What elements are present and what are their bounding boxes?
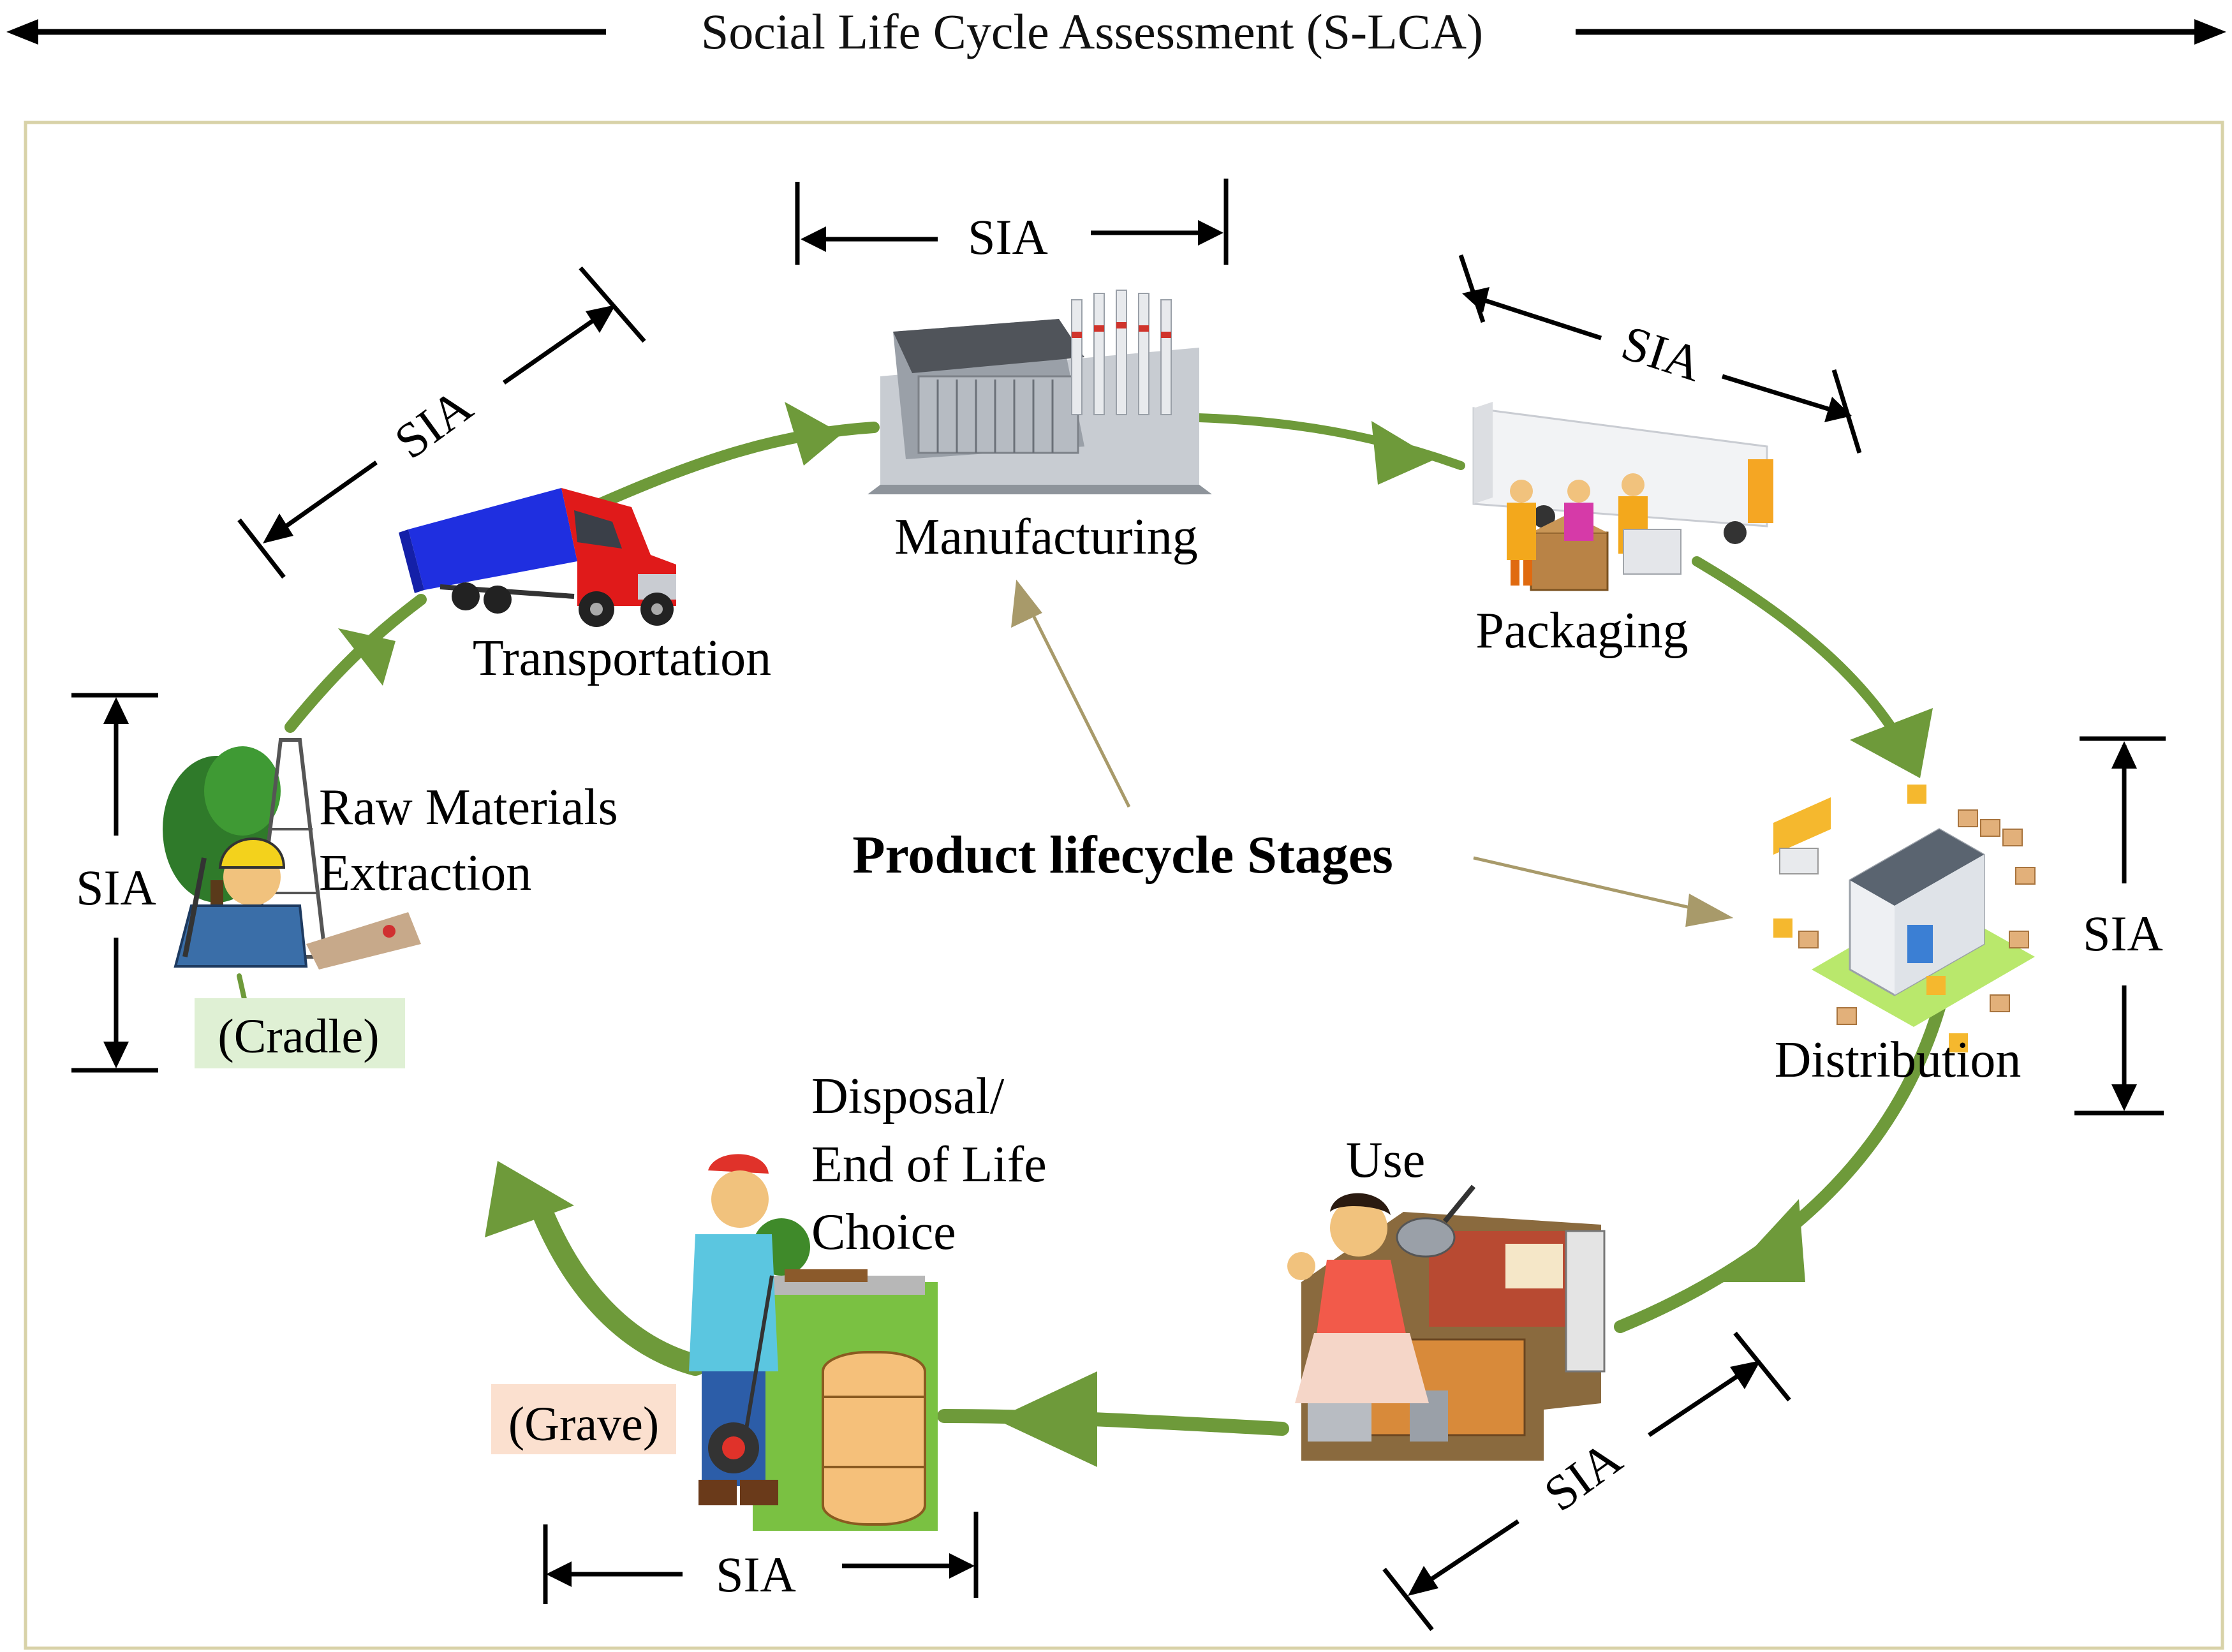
sia-label-raw-materials: SIA (76, 860, 156, 915)
kitchen-illustration (1287, 1184, 1606, 1461)
raw-materials-illustration (163, 738, 421, 970)
sia-label-distribution: SIA (2083, 906, 2163, 961)
sia-label-disposal: SIA (716, 1547, 796, 1602)
sia-label-packaging: SIA (1615, 314, 1708, 392)
packaging-illustration (1472, 402, 1773, 591)
sia-marker-manufacturing (795, 179, 1229, 265)
stage-label-disposal-line1: Disposal/ (811, 1068, 1005, 1125)
truck-illustration (399, 488, 676, 627)
worker-icon (1507, 480, 1536, 586)
stage-tag-grave: (Grave) (508, 1398, 659, 1451)
arrow-manufacturing-to-packaging-head (1371, 421, 1435, 485)
warehouse-illustration (1773, 785, 2036, 1052)
arrow-distribution-to-use (1614, 1001, 1946, 1333)
cycle-arrows (237, 402, 1946, 1467)
stage-label-disposal-line3: Choice (811, 1204, 956, 1260)
arrow-disposal-to-cradle-head (485, 1161, 574, 1237)
sia-label-use: SIA (1534, 1430, 1632, 1522)
stage-label-transportation: Transportation (473, 630, 771, 686)
factory-illustration (868, 290, 1212, 494)
arrow-use-to-disposal-head (995, 1371, 1097, 1467)
arrow-transport-to-manufacturing-head (785, 402, 842, 466)
worker-icon (1564, 480, 1593, 541)
cradle-highlight (195, 998, 405, 1068)
stage-label-raw-materials-line2: Extraction (319, 845, 531, 901)
stage-label-packaging: Packaging (1475, 603, 1688, 659)
arrow-cradle-to-transport (285, 594, 427, 733)
stage-label-distribution: Distribution (1775, 1032, 2021, 1088)
stage-tag-cradle: (Cradle) (218, 1010, 379, 1063)
grave-highlight (491, 1384, 676, 1454)
stage-label-use: Use (1346, 1132, 1425, 1188)
arrow-packaging-to-distribution-head (1850, 708, 1933, 778)
pointer-arrows (1011, 579, 1734, 927)
diagram-frame (24, 121, 2224, 1650)
center-label: Product lifecycle Stages (852, 825, 1393, 885)
arrow-use-to-disposal (937, 1409, 1289, 1436)
sia-marker-use (1382, 1331, 1791, 1632)
arrow-cradle-to-transport-head (338, 628, 395, 686)
arrow-distribution-to-use-head (1722, 1199, 1805, 1282)
arrow-disposal-to-cradle (531, 1201, 706, 1376)
page-title: Social Life Cycle Assessment (S-LCA) (701, 4, 1483, 59)
disposal-illustration (689, 1154, 938, 1531)
stage-label-manufacturing: Manufacturing (894, 509, 1197, 565)
stage-label-raw-materials-line1: Raw Materials (319, 779, 618, 836)
stage-label-disposal-line2: End of Life (811, 1137, 1047, 1193)
sia-label-transportation: SIA (385, 378, 482, 469)
sia-marker-packaging (1458, 254, 1862, 454)
sia-marker-disposal (543, 1512, 979, 1604)
sia-label-manufacturing: SIA (968, 209, 1048, 265)
sia-marker-distribution (2074, 736, 2166, 1116)
sia-marker-raw-materials (71, 693, 158, 1073)
sia-marker-transportation (237, 266, 646, 579)
header-scope-arrow (6, 19, 2226, 45)
